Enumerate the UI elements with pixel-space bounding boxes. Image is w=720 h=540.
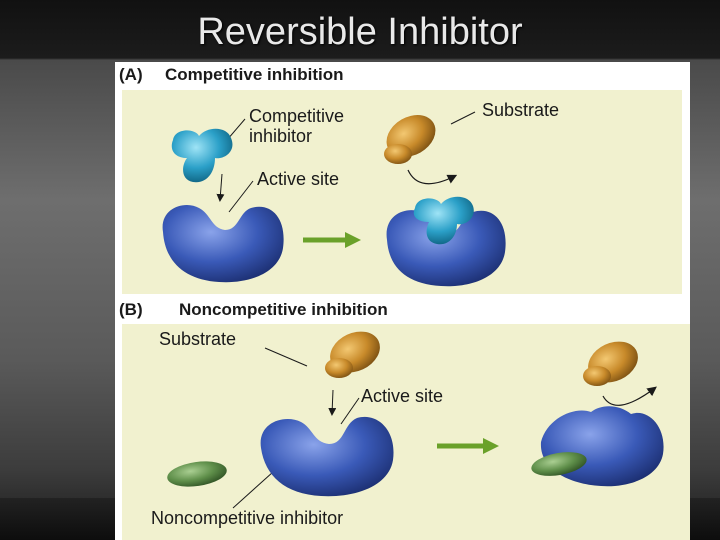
- panel-a-inhibitor-label-line1: Competitive: [249, 106, 344, 126]
- panel-a-inhibitor-label-line2: inhibitor: [249, 126, 312, 146]
- panel-b-heading: Noncompetitive inhibition: [179, 300, 388, 319]
- panel-a-reaction-arrowhead: [345, 232, 361, 248]
- panel-b-substrate-label: Substrate: [159, 329, 236, 349]
- panel-a-active-site-label: Active site: [257, 169, 339, 189]
- panel-a-substrate-tail: [384, 144, 412, 164]
- panel-b-reaction-arrowhead: [483, 438, 499, 454]
- panel-b-inhibitor-leader: [232, 471, 274, 509]
- panel-a-substrate-label: Substrate: [482, 100, 559, 120]
- panel-b-substrate-leader: [264, 347, 308, 367]
- panel-b-active-site-leader: [340, 397, 360, 425]
- panel-b-enzyme: [260, 416, 394, 497]
- panel-b-curved-arrow: [602, 386, 657, 406]
- panel-b-inhibitor-label: Noncompetitive inhibitor: [151, 508, 343, 528]
- panel-a-enzyme-with-inhibitor: [386, 210, 506, 287]
- panel-a-substrate-leader: [450, 111, 476, 125]
- bound-noncompetitive-inhibitor: [531, 452, 587, 476]
- panel-a-active-site-leader: [228, 180, 254, 213]
- figure-panel: (A) Competitive inhibition Competitive i…: [115, 62, 690, 540]
- noncompetitive-inhibitor-shape: [167, 461, 227, 487]
- slide-title: Reversible Inhibitor: [197, 11, 523, 53]
- competitive-inhibitor-shape: [171, 128, 233, 183]
- bound-competitive-inhibitor: [413, 196, 474, 245]
- panel-b-active-site-label: Active site: [361, 386, 443, 406]
- panel-b-down-arrow: [328, 389, 337, 416]
- panel-b-letter: (B): [119, 300, 143, 319]
- enzyme-inhibition-figure: (A) Competitive inhibition Competitive i…: [119, 65, 690, 540]
- panel-a-heading: Competitive inhibition: [165, 65, 344, 84]
- panel-a-down-arrow: [216, 173, 225, 202]
- panel-a-curved-arrow: [407, 169, 458, 185]
- panel-b-substrate-tail: [325, 358, 353, 378]
- panel-a-letter: (A): [119, 65, 143, 84]
- panel-b-released-substrate-tail: [583, 366, 611, 386]
- panel-a-enzyme: [162, 205, 284, 283]
